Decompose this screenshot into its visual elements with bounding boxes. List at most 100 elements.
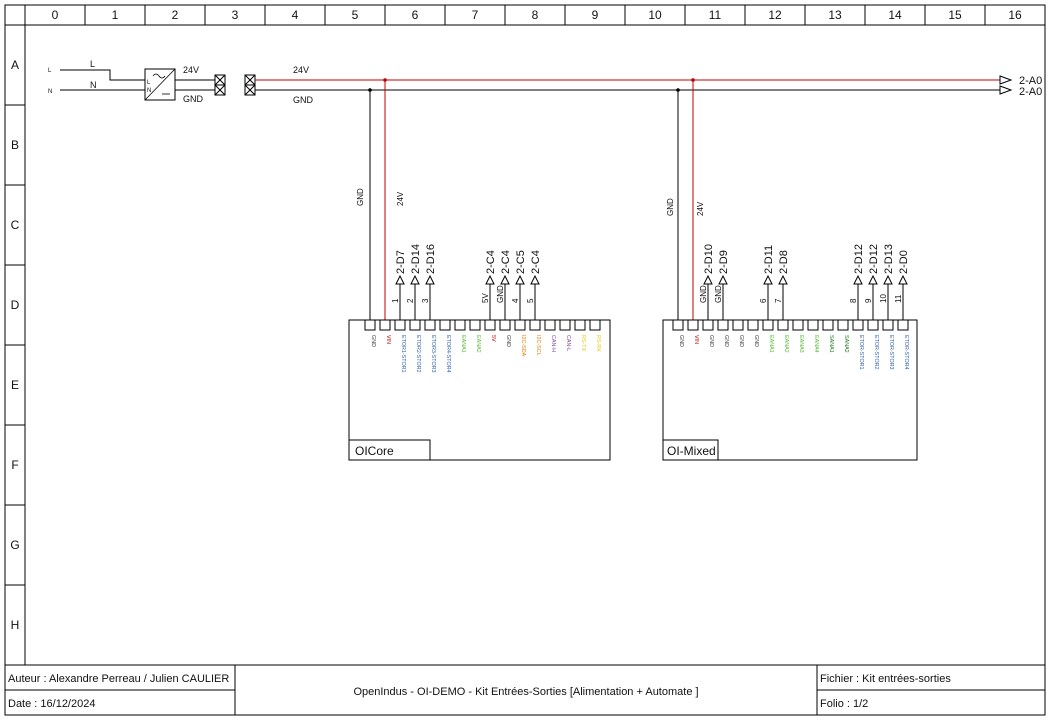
oimixed-pin-4 xyxy=(717,319,729,331)
bus-24v-label: 24V xyxy=(293,65,309,75)
oimixed-pin-9 xyxy=(792,319,804,331)
ref-arrow-icon xyxy=(410,274,420,285)
column-label-11: 11 xyxy=(709,8,722,22)
ref-arrow-icon xyxy=(425,274,435,285)
ref-arrow-icon xyxy=(718,274,728,285)
column-label-16: 16 xyxy=(1008,8,1022,22)
ref-arrow-icon xyxy=(763,274,773,285)
oimixed-io-wires: GND2-D10GND2-D962-D1172-D882-D1292-D1210… xyxy=(699,244,910,320)
oicore-pin-label: EANA2 xyxy=(475,335,481,353)
oimixed-pin-10 xyxy=(807,319,819,331)
oimixed-name: OI-Mixed xyxy=(667,444,716,458)
oicore-pin-13 xyxy=(544,319,556,331)
phase-wire-label: L xyxy=(90,59,95,69)
oicore-pin-7 xyxy=(454,319,466,331)
oimixed-pin-label: GND xyxy=(708,335,714,347)
oimixed-io-ref: 2-D10 xyxy=(703,244,715,274)
oicore-pin-9 xyxy=(484,319,496,331)
oicore-pin-label: VIN xyxy=(385,335,391,344)
oimixed-io-number: 6 xyxy=(759,298,768,303)
oimixed-io-number: 10 xyxy=(879,294,888,303)
date-field: Date : 16/12/2024 xyxy=(8,698,95,710)
oicore-pin-15 xyxy=(574,319,586,331)
oimixed-io-ref: 2-D12 xyxy=(853,244,865,274)
oicore-pin-8 xyxy=(469,319,481,331)
oimixed-pin-5 xyxy=(732,319,744,331)
column-label-13: 13 xyxy=(828,8,842,22)
row-label-F: F xyxy=(11,458,18,472)
oicore-pin-2 xyxy=(379,319,391,331)
oicore-pin-6 xyxy=(439,319,451,331)
oimixed-pin-label: GND xyxy=(678,335,684,347)
oimixed-pin-label: EANA4 xyxy=(813,335,819,353)
oimixed-pin-label: GND xyxy=(738,335,744,347)
row-label-C: C xyxy=(11,218,20,232)
oimixed-name-box xyxy=(662,439,719,461)
sheet-frame xyxy=(4,4,1046,716)
oimixed-pin-label: VIN xyxy=(693,335,699,344)
oicore-io-number: 2 xyxy=(406,298,415,303)
oicore-pin-label: I2C-SCL xyxy=(535,335,541,356)
oicore-io-ref: 2-C4 xyxy=(485,250,497,274)
oicore-io-number: 5V xyxy=(481,293,490,303)
oicore-pin-label: CAN-H xyxy=(550,335,556,352)
psu-diagonal xyxy=(144,68,176,101)
oicore-pin-label: 5V xyxy=(490,335,496,342)
neutral-terminal-label: N xyxy=(48,89,52,95)
terminal-block-right xyxy=(244,74,256,96)
oimixed-pin-1 xyxy=(672,319,684,331)
oimixed-io-ref: 2-D9 xyxy=(718,250,730,274)
oimixed-io-ref: 2-D11 xyxy=(763,245,775,274)
oicore-pin-12 xyxy=(529,319,541,331)
column-label-15: 15 xyxy=(948,8,962,22)
oicore-pin-4 xyxy=(409,319,421,331)
oimixed-pin-label: EANA3 xyxy=(798,335,804,353)
oimixed-pin-13 xyxy=(852,319,864,331)
drawing-title: OpenIndus - OI-DEMO - Kit Entrées-Sortie… xyxy=(353,686,698,698)
column-label-7: 7 xyxy=(472,8,479,22)
oimixed-pin-15 xyxy=(882,319,894,331)
oimixed-pin-label: GND xyxy=(723,335,729,347)
oicore-io-number: 4 xyxy=(511,298,520,303)
psu-l-label: L xyxy=(147,80,151,86)
oicore-pin-label: CAN-L xyxy=(565,335,571,351)
column-label-12: 12 xyxy=(768,8,782,22)
oimixed-pin-2 xyxy=(687,319,699,331)
oicore-pin-label: ETOR4-STOR4 xyxy=(445,335,451,373)
ref-gnd-label: 2-A0 xyxy=(1019,86,1042,98)
ref-arrow-gnd-icon xyxy=(999,85,1013,95)
oimixed-pin-3 xyxy=(702,319,714,331)
ref-arrow-icon xyxy=(515,274,525,285)
drop-gnd-oimixed-label: GND xyxy=(666,198,675,216)
oimixed-pin-label: GND xyxy=(753,335,759,347)
oicore-io-number: 5 xyxy=(526,298,535,303)
oicore-body xyxy=(348,319,611,461)
column-label-10: 10 xyxy=(648,8,662,22)
oimixed-pin-label: EANA2 xyxy=(783,335,789,353)
title-block: Auteur : Alexandre Perreau / Julien CAUL… xyxy=(5,664,1045,715)
power-supply-section: L N L N L N 24V GND xyxy=(48,59,1042,320)
bus-gnd-label: GND xyxy=(293,95,314,105)
oicore-pin-label: ETOR2-STOR2 xyxy=(415,335,421,373)
phase-terminal-label: L xyxy=(48,68,52,74)
phase-wire xyxy=(60,69,145,81)
ref-arrow-icon xyxy=(485,274,495,285)
oimixed-pin-11 xyxy=(822,319,834,331)
row-label-D: D xyxy=(11,298,20,312)
oicore-io-number: GND xyxy=(496,285,505,303)
ref-arrow-icon xyxy=(395,274,405,285)
row-label-E: E xyxy=(11,378,19,392)
terminal-block-left xyxy=(214,74,226,96)
oicore-pin-11 xyxy=(514,319,526,331)
oimixed-io-number: GND xyxy=(714,285,723,303)
folio-field: Folio : 1/2 xyxy=(820,698,868,710)
oimixed-pin-6 xyxy=(747,319,759,331)
row-label-B: B xyxy=(11,138,19,152)
column-label-0: 0 xyxy=(52,8,59,22)
ref-arrow-icon xyxy=(703,274,713,285)
oicore-pin-label: GND xyxy=(370,335,376,347)
oimixed-io-number: 8 xyxy=(849,298,858,303)
